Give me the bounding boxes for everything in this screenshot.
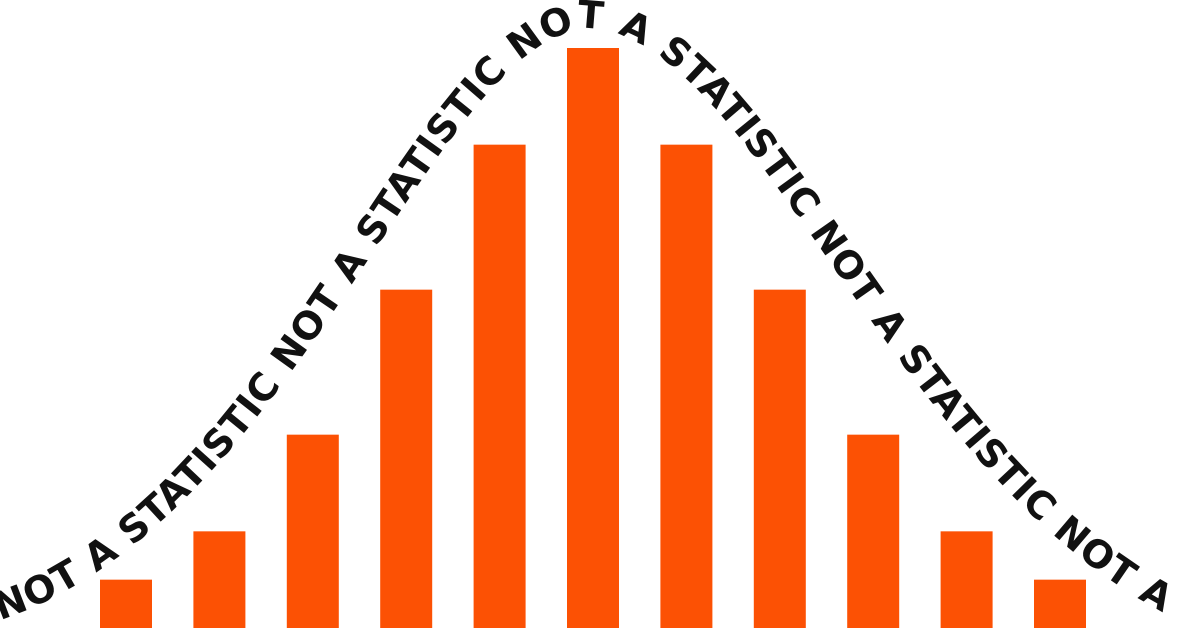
bar-4: NOT NOT NOT [380, 289, 433, 628]
bar-rect [660, 144, 713, 628]
bar-6: NOT NOT NOT NOT [567, 48, 619, 628]
bar-7: NOT NOT NOT NOT [660, 144, 713, 628]
bar-10: NOT [940, 531, 993, 628]
bar-rect [473, 144, 526, 628]
bar-9: NOT NOT [847, 434, 900, 628]
bar-1: NOT [100, 579, 152, 628]
bar-rect [100, 579, 152, 628]
bar-rect [1034, 579, 1086, 628]
bar-group: NOT NOT NOT NOT NOT NOT NOT NOT NOT NOT NOT N… [100, 48, 1086, 628]
bar-rect [847, 434, 900, 628]
bar-5: NOT NOT NOT NOT [473, 144, 526, 628]
bar-rect [380, 289, 433, 628]
bar-rect [753, 289, 806, 628]
bar-2: NOT [193, 531, 246, 628]
bar-rect [286, 434, 339, 628]
bar-rect [567, 48, 619, 628]
bar-3: NOT NOT [286, 434, 339, 628]
bar-11: NOT [1034, 579, 1086, 628]
bar-8: NOT NOT NOT [753, 289, 806, 628]
bar-rect [193, 531, 246, 628]
bar-rect [940, 531, 993, 628]
